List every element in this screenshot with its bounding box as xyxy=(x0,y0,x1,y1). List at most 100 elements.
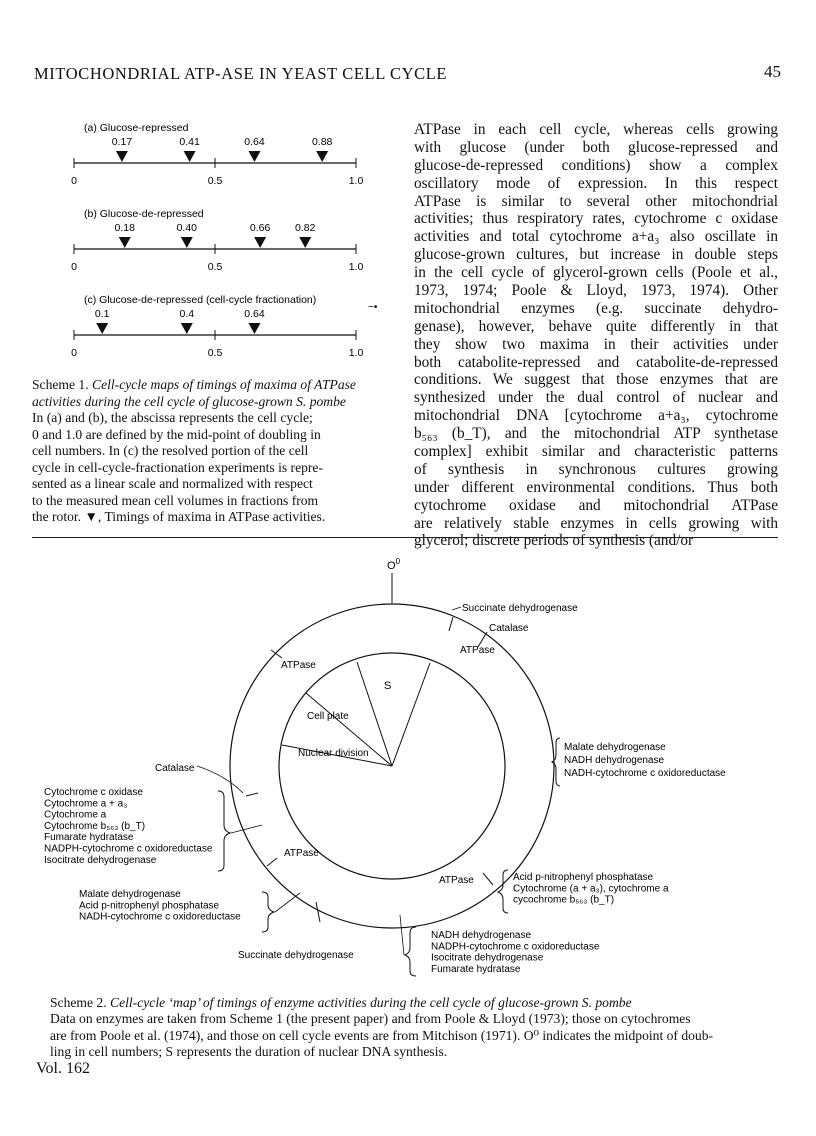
tick-succinate-top xyxy=(448,616,454,632)
enzyme-label: NADH dehydrogenase xyxy=(564,755,664,766)
tick-atpase-bottom-right xyxy=(482,872,494,886)
axis-tick-label: 0 xyxy=(71,347,77,359)
maximum-label: 0.82 xyxy=(295,222,316,234)
enzyme-label: Cytochrome b₅₆₃ (b_T) xyxy=(44,821,145,832)
body-line: conditions. We suggest that those enzyme… xyxy=(414,371,778,389)
enzyme-label: Fumarate hydratase xyxy=(431,964,521,975)
maximum-marker xyxy=(180,237,193,248)
caption-line: cell numbers. In (c) the resolved portio… xyxy=(32,443,309,458)
body-line: they show two maxima in their activities… xyxy=(414,335,778,353)
scheme2-figure: O0 S Cell plate Nuclear division Succina… xyxy=(44,557,726,977)
body-line: ATPase is similar to several other mitoc… xyxy=(414,192,778,210)
caption-line: Scheme 2. Cell-cycle ‘map’ of timings of… xyxy=(50,995,786,1011)
maximum-marker xyxy=(254,237,267,248)
body-line: under different environmental conditions… xyxy=(414,478,778,496)
nuclear-division-label: Nuclear division xyxy=(298,748,369,759)
body-line: glucose-de-repressed conditions) show a … xyxy=(414,156,778,174)
enzyme-label: NADPH-cytochrome c oxidoreductase xyxy=(44,844,213,855)
caption-line: Data on enzymes are taken from Scheme 1 … xyxy=(50,1011,691,1027)
maximum-label: 0.40 xyxy=(177,222,198,234)
cell-plate-line xyxy=(305,692,393,767)
caption-line: cycle in cell-cycle-fractionation experi… xyxy=(32,459,323,475)
running-title: MITOCHONDRIAL ATP-ASE IN YEAST CELL CYCL… xyxy=(34,64,448,83)
axis-tick-label: 0 xyxy=(71,175,77,187)
axis-tick-label: 1.0 xyxy=(349,261,364,273)
body-line: oscillatory mode of expression. In this … xyxy=(414,174,778,192)
maximum-marker xyxy=(183,151,196,162)
caption-line: are from Poole et al. (1974), and those … xyxy=(50,1027,714,1043)
cell-plate-label: Cell plate xyxy=(307,711,349,722)
enzyme-label: cycochrome b₅₆₃ (b_T) xyxy=(513,895,614,906)
caption-line: to the measured mean cell volumes in fra… xyxy=(32,492,319,508)
maximum-marker xyxy=(180,323,193,334)
body-line: cytochrome oxidase and mitochondrial ATP… xyxy=(414,496,778,514)
maximum-label: 0.17 xyxy=(112,136,133,148)
catalase-top-label: Catalase xyxy=(489,623,529,634)
caption-label: Scheme 2. xyxy=(50,995,111,1010)
body-text-column: ATPase in each cell cycle, whereas cells… xyxy=(414,121,778,550)
enzyme-label: Cytochrome a xyxy=(44,810,107,821)
enzyme-label: Malate dehydrogenase xyxy=(564,742,666,753)
succinate-dehydrogenase-bottom-label: Succinate dehydrogenase xyxy=(238,950,354,961)
enzyme-label: Acid p-nitrophenyl phosphatase xyxy=(79,900,220,911)
enzyme-label: Cytochrome c oxidase xyxy=(44,787,143,798)
enzyme-label: Malate dehydrogenase xyxy=(79,889,181,900)
caption-line: Scheme 1. Cell-cycle maps of timings of … xyxy=(32,377,370,394)
maximum-label: 0.88 xyxy=(312,136,333,148)
panel-label: (c) Glucose-de-repressed (cell-cycle fra… xyxy=(84,294,316,306)
brace-left xyxy=(217,790,232,872)
volume-footer: Vol. 162 xyxy=(36,1060,90,1077)
outer-ring xyxy=(229,603,555,929)
maximum-label: 0.64 xyxy=(244,308,265,320)
caption-line: activities during the cell cycle of gluc… xyxy=(32,393,346,409)
maximum-marker xyxy=(248,323,261,334)
body-line: activities and total cytochrome a+a₃ als… xyxy=(414,228,778,246)
body-line: mitochondrial enzymes (e.g. succinate de… xyxy=(414,299,778,317)
body-line: glucose-grown cultures, but increase in … xyxy=(414,246,778,264)
atpase-bottom-right-label: ATPase xyxy=(439,875,474,886)
tick-atpase-top-left xyxy=(270,649,283,659)
body-line: in the cell cycle of glycerol-grown cell… xyxy=(414,264,778,282)
axis-tick-label: 0.5 xyxy=(208,261,223,273)
caption-line: the rotor. ▼, Timings of maxima in ATPas… xyxy=(32,509,326,524)
tick-atpase-left-lower xyxy=(266,857,278,867)
leader-line xyxy=(274,892,301,913)
enzyme-label: NADPH-cytochrome c oxidoreductase xyxy=(431,941,600,952)
enzyme-label: NADH dehydrogenase xyxy=(431,930,531,941)
caption-line: ling in cell numbers; S represents the d… xyxy=(50,1044,448,1060)
maximum-marker xyxy=(96,323,109,334)
caption-line: In (a) and (b), the abscissa represents … xyxy=(32,410,313,425)
body-line: complex] exhibit similar and characteris… xyxy=(414,443,778,461)
caption-title: Cell-cycle ‘map’ of timings of enzyme ac… xyxy=(110,995,632,1010)
axis-tick-label: 0.5 xyxy=(208,347,223,359)
maximum-label: 0.41 xyxy=(179,136,200,148)
section-divider xyxy=(32,537,778,538)
s-phase-label: S xyxy=(384,680,391,692)
body-line: glycerol; discrete periods of synthesis … xyxy=(414,532,694,550)
maximum-label: 0.64 xyxy=(244,136,265,148)
axis-tick-label: 1.0 xyxy=(349,347,364,359)
maximum-marker xyxy=(248,151,261,162)
brace-left-bottom xyxy=(261,891,276,933)
maximum-marker xyxy=(316,151,329,162)
maximum-label: 0.66 xyxy=(250,222,271,234)
tick-catalase-top xyxy=(477,631,488,648)
enzyme-label: NADH-cytochrome c oxidoreductase xyxy=(564,768,726,779)
body-line: mitochondrial DNA [cytochrome a+a₃, cyto… xyxy=(414,407,778,425)
caption-label: Scheme 1. xyxy=(32,377,93,392)
brace-right-bottom xyxy=(496,869,509,914)
body-line: both catabolite-repressed and catabolite… xyxy=(414,353,778,371)
body-line: b₅₆₃ (b_T), and the mitochondrial ATP sy… xyxy=(414,425,778,443)
ring-ticks xyxy=(245,616,494,923)
maximum-marker xyxy=(115,151,128,162)
succinate-dehydrogenase-top-label: Succinate dehydrogenase xyxy=(462,603,578,614)
leader-line xyxy=(399,914,405,956)
maximum-marker xyxy=(118,237,131,248)
panel-label: (b) Glucose-de-repressed xyxy=(84,208,204,220)
page-number: 45 xyxy=(764,62,781,81)
scheme1-caption: Scheme 1. Cell-cycle maps of timings of … xyxy=(32,377,370,526)
tick-atpase-left xyxy=(245,792,259,797)
